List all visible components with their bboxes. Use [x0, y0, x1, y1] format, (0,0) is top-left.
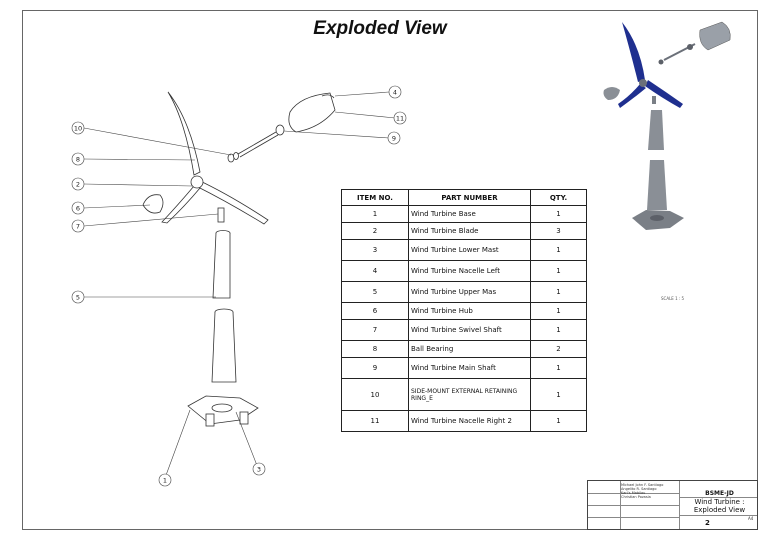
- bom-qty: 3: [530, 222, 587, 240]
- author-name: Christian Pozasla: [621, 495, 651, 499]
- bill-of-materials-table: ITEM NO. PART NUMBER QTY. 1 Wind Turbine…: [341, 189, 587, 432]
- nacelle: [288, 92, 336, 133]
- bom-header-part-number: PART NUMBER: [408, 189, 531, 206]
- table-row: 1 Wind Turbine Base 1: [341, 205, 587, 223]
- bom-header-qty: QTY.: [530, 189, 587, 206]
- bom-part: SIDE-MOUNT EXTERNAL RETAINING RING_E: [408, 378, 531, 411]
- bom-qty: 1: [530, 281, 587, 303]
- bom-header-item-no: ITEM NO.: [341, 189, 409, 206]
- bom-item: 3: [341, 239, 409, 261]
- table-row: 3 Wind Turbine Lower Mast 1: [341, 239, 587, 261]
- bom-item: 6: [341, 302, 409, 320]
- bom-part: Wind Turbine Nacelle Right 2: [408, 410, 531, 432]
- upper-mast: [212, 230, 231, 299]
- table-row: 10 SIDE-MOUNT EXTERNAL RETAINING RING_E …: [341, 378, 587, 411]
- drawing-title-block-text: Wind Turbine : Exploded View: [693, 498, 746, 514]
- table-row: 7 Wind Turbine Swivel Shaft 1: [341, 319, 587, 341]
- bom-qty: 1: [530, 410, 587, 432]
- callout-8: 8: [76, 156, 80, 164]
- bom-item: 9: [341, 357, 409, 379]
- callout-4: 4: [393, 89, 397, 97]
- callout-3: 3: [257, 466, 261, 474]
- callout-balloons: [71, 85, 407, 487]
- callout-1: 1: [163, 477, 167, 485]
- table-row: 8 Ball Bearing 2: [341, 340, 587, 358]
- callout-5: 5: [76, 294, 80, 302]
- bom-qty: 1: [530, 260, 587, 282]
- callout-10: 10: [74, 125, 82, 133]
- title-block-divider: [588, 493, 679, 494]
- bom-qty: 1: [530, 357, 587, 379]
- sheet-number: 2: [705, 519, 710, 527]
- bom-item: 8: [341, 340, 409, 358]
- title-block-divider: [680, 497, 757, 498]
- callout-labels: 4 11 9 10 8 2 6 7 5 1 3: [74, 89, 404, 485]
- bom-part: Wind Turbine Base: [408, 205, 531, 223]
- bom-qty: 1: [530, 378, 587, 411]
- bom-part: Wind Turbine Nacelle Left: [408, 260, 531, 282]
- author-name: Angelito R. Santiago: [621, 487, 657, 491]
- scale-note: SCALE 1 : 5: [661, 296, 685, 301]
- title-block-divider: [588, 505, 679, 506]
- bom-item: 4: [341, 260, 409, 282]
- bom-item: 10: [341, 378, 409, 411]
- sheet-size: A4: [748, 516, 754, 521]
- callout-11: 11: [396, 115, 404, 123]
- blade-assembly: [161, 91, 269, 225]
- main-shaft: [227, 124, 285, 163]
- bom-part: Wind Turbine Lower Mast: [408, 239, 531, 261]
- callout-6: 6: [76, 205, 80, 213]
- bom-item: 5: [341, 281, 409, 303]
- title-block-divider: [588, 517, 679, 518]
- bom-item: 2: [341, 222, 409, 240]
- bom-qty: 1: [530, 239, 587, 261]
- bom-item: 7: [341, 319, 409, 341]
- bom-qty: 1: [530, 319, 587, 341]
- course-code: BSME-JD: [705, 490, 734, 497]
- author-name: Michael John F. Santiago: [621, 483, 664, 487]
- bom-qty: 2: [530, 340, 587, 358]
- bom-part: Wind Turbine Swivel Shaft: [408, 319, 531, 341]
- title-block-divider: [680, 515, 757, 516]
- bom-part: Wind Turbine Upper Mas: [408, 281, 531, 303]
- callout-9: 9: [392, 135, 396, 143]
- callout-7: 7: [76, 223, 80, 231]
- table-row: 6 Wind Turbine Hub 1: [341, 302, 587, 320]
- title-block: Michael John F. Santiago Angelito R. San…: [587, 480, 758, 530]
- bom-item: 1: [341, 205, 409, 223]
- author-name: Karl's Mabilau: [621, 491, 646, 495]
- shaded-preview: [603, 21, 731, 230]
- title-block-divider: [679, 481, 680, 529]
- drawing-sheet-border: [22, 10, 758, 530]
- table-row: 2 Wind Turbine Blade 3: [341, 222, 587, 240]
- bom-qty: 1: [530, 302, 587, 320]
- hub: [142, 194, 164, 214]
- bom-header-row: ITEM NO. PART NUMBER QTY.: [341, 189, 587, 206]
- drawing-title: Exploded View: [313, 18, 447, 39]
- bom-part: Wind Turbine Hub: [408, 302, 531, 320]
- bom-part: Wind Turbine Blade: [408, 222, 531, 240]
- table-row: 5 Wind Turbine Upper Mas 1: [341, 281, 587, 303]
- bom-qty: 1: [530, 205, 587, 223]
- base: [187, 395, 259, 427]
- callouts: [83, 91, 396, 479]
- table-row: 11 Wind Turbine Nacelle Right 2 1: [341, 410, 587, 432]
- table-row: 9 Wind Turbine Main Shaft 1: [341, 357, 587, 379]
- bom-part: Ball Bearing: [408, 340, 531, 358]
- table-row: 4 Wind Turbine Nacelle Left 1: [341, 260, 587, 282]
- callout-2: 2: [76, 181, 80, 189]
- bom-item: 11: [341, 410, 409, 432]
- bom-part: Wind Turbine Main Shaft: [408, 357, 531, 379]
- author-names: Michael John F. Santiago Angelito R. San…: [621, 483, 663, 499]
- lower-mast: [211, 308, 237, 383]
- swivel-shaft: [217, 207, 225, 223]
